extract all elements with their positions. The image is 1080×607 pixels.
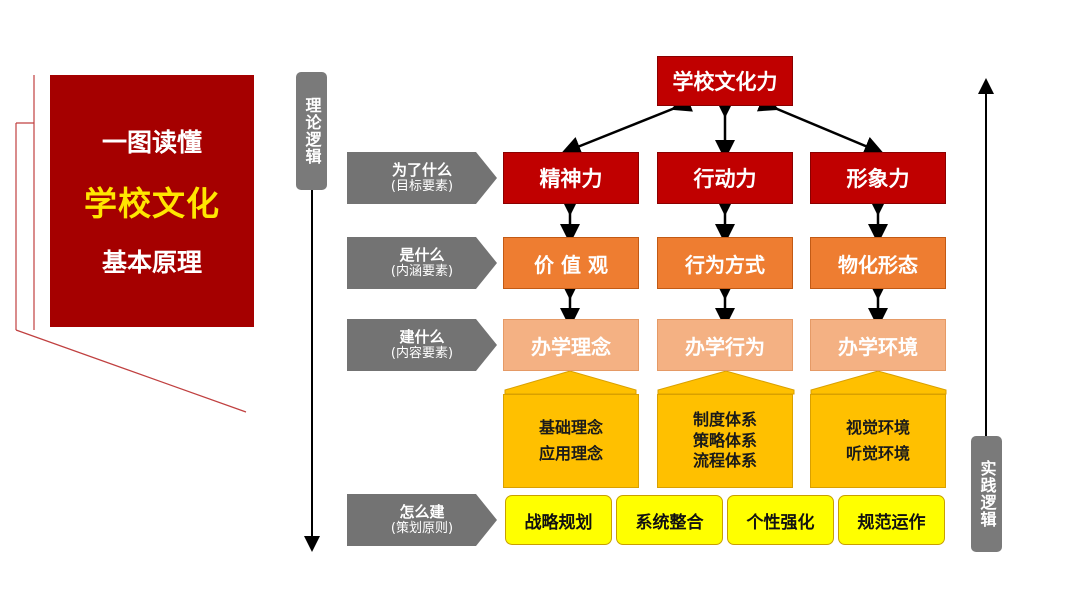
essence-box-values: 价 值 观 (503, 237, 639, 289)
row-label-sub: (内涵要素) (390, 264, 454, 280)
row-label-question: 是什么 (399, 246, 445, 265)
row-label-question: 为了什么 (391, 161, 452, 180)
school-culture-power-node: 学校文化力 (657, 56, 793, 106)
title-panel: 一图读懂 学校文化 基本原理 (50, 75, 254, 327)
content-box-philosophy: 办学理念 (503, 319, 639, 371)
row-label-sub: (内容要素) (390, 346, 454, 362)
detail-item: 听觉环境 (845, 444, 910, 463)
title-line-1: 一图读懂 (101, 128, 202, 157)
essence-box-form: 物化形态 (810, 237, 946, 289)
decor-lines (15, 75, 247, 413)
goal-box-image: 形象力 (810, 152, 946, 204)
detail-item: 流程体系 (692, 451, 757, 471)
principle-individuality: 个性强化 (727, 495, 834, 545)
detail-item: 基础理念 (538, 418, 603, 438)
row-label-essence: 是什么 (内涵要素) (347, 237, 497, 289)
row-label-question: 怎么建 (399, 503, 445, 522)
detail-box-environment: 视觉环境 听觉环境 (810, 394, 946, 488)
up-arrows (504, 370, 947, 395)
theory-logic-label: 理论逻辑 (296, 72, 327, 190)
principle-standard-operation: 规范运作 (838, 495, 945, 545)
detail-item: 应用理念 (538, 444, 603, 463)
content-box-conduct: 办学行为 (657, 319, 793, 371)
detail-item: 制度体系 (692, 409, 757, 429)
detail-box-conduct: 制度体系 策略体系 流程体系 (657, 394, 793, 488)
detail-item: 策略体系 (692, 430, 757, 450)
row-label-goal: 为了什么 (目标要素) (347, 152, 497, 204)
row-label-sub: (目标要素) (390, 179, 454, 195)
row-label-content: 建什么 (内容要素) (347, 319, 497, 371)
row-label-method: 怎么建 (策划原则) (347, 494, 497, 546)
essence-box-behavior: 行为方式 (657, 237, 793, 289)
detail-box-philosophy: 基础理念 应用理念 (503, 394, 639, 488)
principle-system-integration: 系统整合 (616, 495, 723, 545)
goal-box-spirit: 精神力 (503, 152, 639, 204)
principle-strategic-planning: 战略规划 (505, 495, 612, 545)
content-box-environment: 办学环境 (810, 319, 946, 371)
row-label-sub: (策划原则) (390, 521, 454, 537)
practice-logic-label: 实践逻辑 (971, 436, 1002, 552)
detail-item: 视觉环境 (845, 418, 910, 438)
row-label-question: 建什么 (399, 328, 445, 347)
goal-box-action: 行动力 (657, 152, 793, 204)
title-line-2: 学校文化 (84, 184, 220, 223)
title-line-3: 基本原理 (101, 248, 202, 277)
